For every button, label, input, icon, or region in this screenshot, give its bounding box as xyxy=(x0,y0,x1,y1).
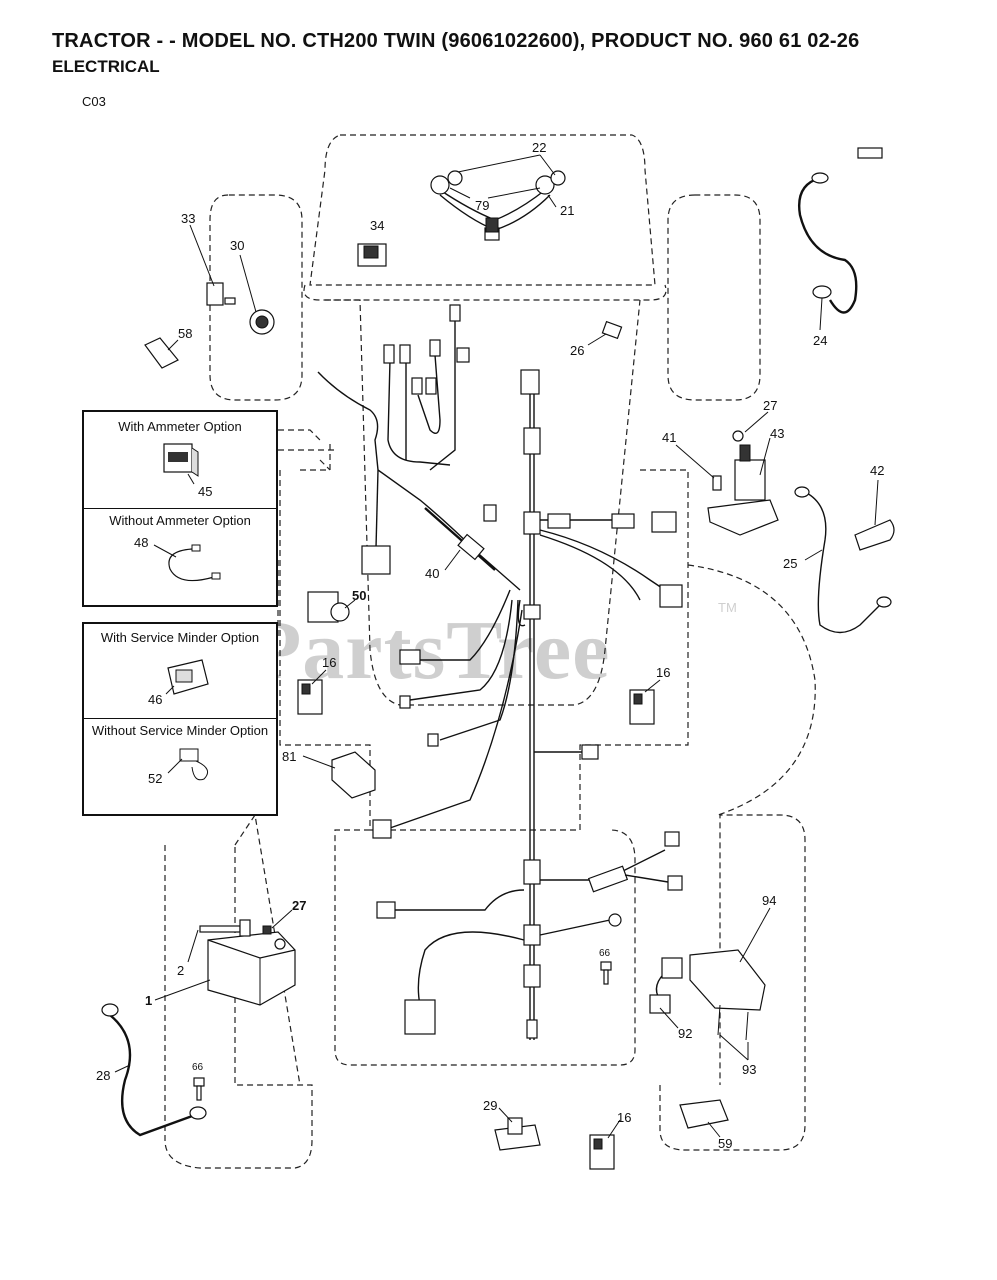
callout-40: 40 xyxy=(425,566,439,581)
callout-22: 22 xyxy=(532,140,546,155)
callout-52: 52 xyxy=(148,771,163,786)
callout-25: 25 xyxy=(783,556,797,571)
switch-50 xyxy=(307,591,350,623)
callout-16a: 16 xyxy=(322,655,336,670)
without-ammeter-cell: Without Ammeter Option 48 xyxy=(84,509,276,605)
service-minder-option-box: With Service Minder Option 46 Without Se… xyxy=(82,622,278,816)
callout-45: 45 xyxy=(198,484,213,499)
callout-27b: 27 xyxy=(292,898,306,913)
callout-33: 33 xyxy=(181,211,195,226)
part-59 xyxy=(679,1099,729,1129)
without-service-minder-label: Without Service Minder Option xyxy=(91,723,269,738)
cable-24 xyxy=(798,147,883,314)
callout-16b: 16 xyxy=(656,665,670,680)
page-subtitle: ELECTRICAL xyxy=(52,57,160,76)
callout-30: 30 xyxy=(230,238,244,253)
callout-29: 29 xyxy=(483,1098,497,1113)
bolt-2-nut-27 xyxy=(199,919,272,937)
tractor-outline xyxy=(164,134,816,1169)
screw-66 xyxy=(193,961,612,1101)
callout-66a: 66 xyxy=(192,1062,204,1073)
callout-21: 21 xyxy=(560,203,574,218)
callout-16c: 16 xyxy=(617,1110,631,1125)
service-minder-icon xyxy=(165,659,209,695)
without-service-minder-cell: Without Service Minder Option 52 xyxy=(84,719,276,814)
relay-16-right xyxy=(629,689,655,725)
callout-59: 59 xyxy=(718,1136,732,1151)
page-code: C03 xyxy=(82,94,106,109)
solenoid-43 xyxy=(707,430,779,536)
callout-2: 2 xyxy=(177,963,184,978)
cable-25-boot-42 xyxy=(794,486,895,634)
relay-16-bottom xyxy=(589,1134,615,1170)
callout-50: 50 xyxy=(352,588,366,603)
jumper-plug-icon xyxy=(167,748,209,781)
callouts: 22 79 21 34 33 30 58 26 24 27 41 43 42 2… xyxy=(96,140,884,1151)
callout-48: 48 xyxy=(134,535,149,550)
callout-42: 42 xyxy=(870,463,884,478)
relay-16-left xyxy=(297,679,323,715)
callout-92: 92 xyxy=(678,1026,692,1041)
key-33-ignition-30 xyxy=(206,282,275,335)
callout-43: 43 xyxy=(770,426,784,441)
callout-28: 28 xyxy=(96,1068,110,1083)
jumper-wire-icon xyxy=(153,544,221,582)
callout-81: 81 xyxy=(282,749,296,764)
part-58 xyxy=(144,337,179,369)
ammeter-option-box: With Ammeter Option 45 Without Ammeter O… xyxy=(82,410,278,607)
callout-94: 94 xyxy=(762,893,776,908)
without-ammeter-label: Without Ammeter Option xyxy=(109,513,251,528)
callout-93: 93 xyxy=(742,1062,756,1077)
switch-29 xyxy=(494,1117,541,1151)
with-service-minder-cell: With Service Minder Option 46 xyxy=(84,624,276,719)
callout-58: 58 xyxy=(178,326,192,341)
main-harness xyxy=(317,304,683,1040)
battery-1 xyxy=(207,931,296,1006)
switch-34 xyxy=(357,243,387,267)
callout-1: 1 xyxy=(145,993,152,1008)
relay-81 xyxy=(331,751,376,799)
watermark-tm: TM xyxy=(718,600,737,615)
callout-66b: 66 xyxy=(599,948,611,959)
callout-34: 34 xyxy=(370,218,384,233)
ammeter-gauge-icon xyxy=(163,443,199,485)
headlight-assembly xyxy=(430,170,566,241)
page-title: TRACTOR - - MODEL NO. CTH200 TWIN (96061… xyxy=(52,30,860,52)
callout-41: 41 xyxy=(662,430,676,445)
with-service-minder-label: With Service Minder Option xyxy=(100,630,260,645)
callout-27a: 27 xyxy=(763,398,777,413)
with-ammeter-cell: With Ammeter Option 45 xyxy=(84,412,276,509)
callout-79: 79 xyxy=(475,198,489,213)
callout-24: 24 xyxy=(813,333,827,348)
fuse-26 xyxy=(601,320,623,340)
with-ammeter-label: With Ammeter Option xyxy=(118,419,242,434)
callout-46: 46 xyxy=(148,692,163,707)
module-94 xyxy=(649,949,766,1041)
callout-26: 26 xyxy=(570,343,584,358)
cable-28 xyxy=(101,1003,207,1137)
leader-lines xyxy=(114,154,879,1139)
